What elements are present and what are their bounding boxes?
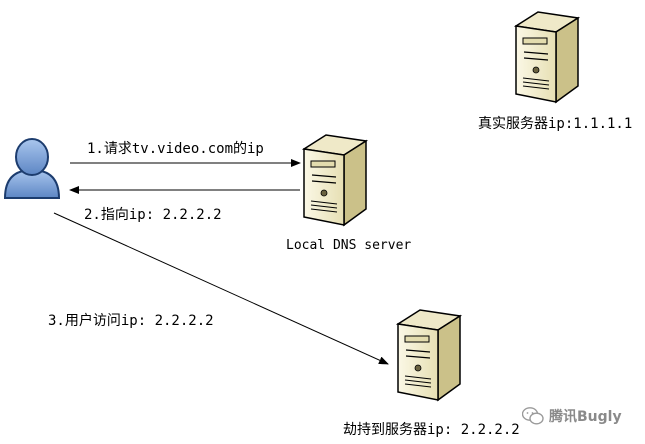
edge-response-label: 2.指向ip: 2.2.2.2 <box>84 207 222 223</box>
dns-server-label: Local DNS server <box>286 238 412 253</box>
edge-visit-label: 3.用户访问ip: 2.2.2.2 <box>48 313 214 329</box>
user-icon <box>3 138 61 199</box>
hijack-server-label: 劫持到服务器ip: 2.2.2.2 <box>343 422 520 438</box>
real-server-label: 真实服务器ip:1.1.1.1 <box>478 116 633 132</box>
watermark: 腾讯Bugly <box>522 404 622 428</box>
edge-visit-arrow <box>53 212 389 365</box>
wechat-icon <box>522 407 544 425</box>
server-icon <box>515 11 579 103</box>
watermark-text: 腾讯Bugly <box>549 409 622 425</box>
server-icon <box>303 134 367 226</box>
edge-request-label: 1.请求tv.video.com的ip <box>87 141 264 157</box>
server-icon <box>397 309 461 401</box>
